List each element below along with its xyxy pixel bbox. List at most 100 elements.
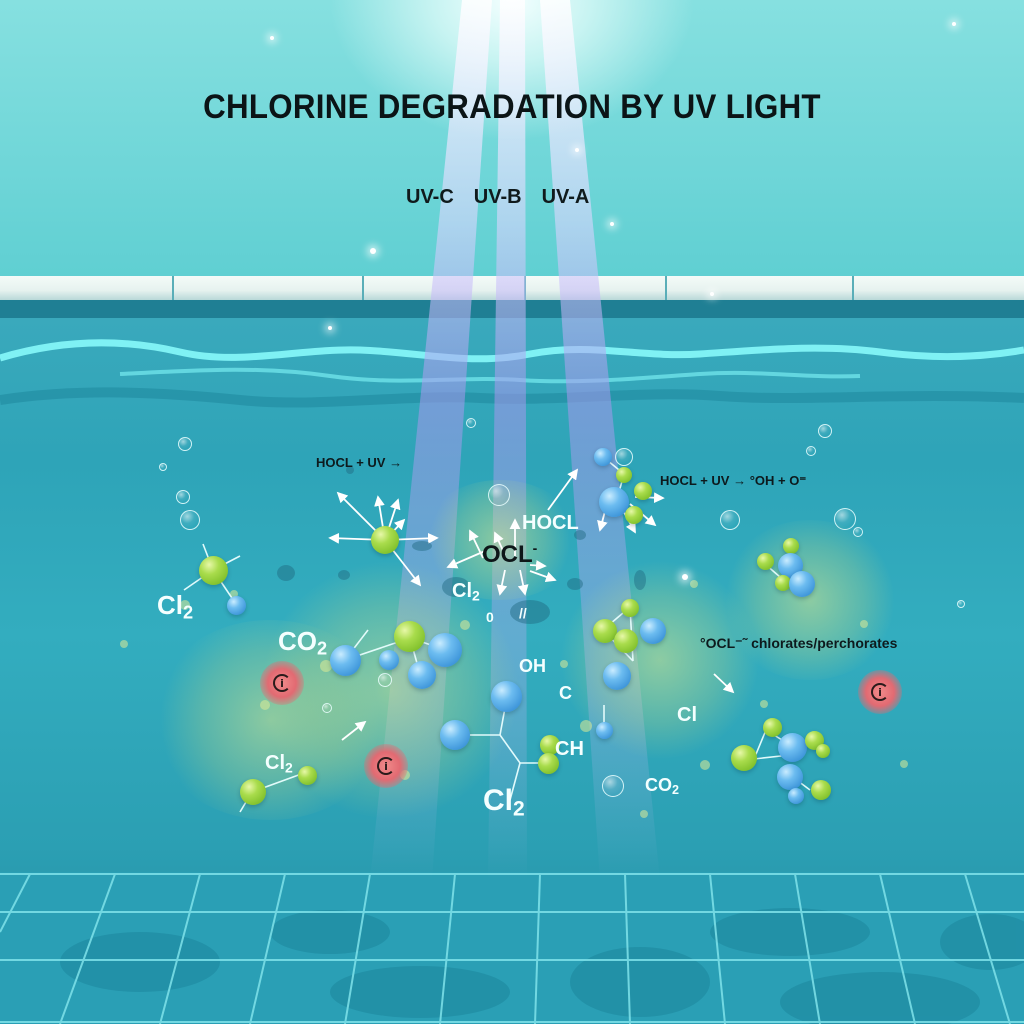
oxygen-atom: [330, 645, 361, 676]
uv-a-label: UV-A: [541, 186, 590, 208]
chlorine-atom: [621, 599, 639, 617]
oxygen-atom: [603, 662, 631, 690]
co-text: CO: [645, 775, 672, 795]
warning-marker: i: [858, 670, 902, 714]
sparkle: [710, 292, 714, 296]
sparkle: [575, 148, 579, 152]
chlorine-atom: [625, 506, 643, 524]
cl2-label: Cl2: [483, 784, 525, 821]
sparkle: [952, 22, 956, 26]
chlorine-atom: [757, 553, 774, 570]
sparkle: [610, 222, 614, 226]
subscript: 2: [513, 797, 525, 821]
chlorine-atom: [614, 629, 638, 653]
particle: [700, 760, 710, 770]
subscript: 2: [317, 638, 328, 659]
diagram-title: CHLORINE DEGRADATION BY UV LIGHT: [203, 88, 821, 126]
chlorine-atom: [538, 753, 559, 774]
subscript: 2: [672, 783, 680, 798]
cl2-label: Cl2: [157, 590, 193, 624]
bubble: [615, 448, 633, 466]
oxygen-atom: [788, 788, 804, 804]
oxygen-atom: [408, 661, 436, 689]
chlorine-atom: [731, 745, 757, 771]
chlorine-atom: [763, 718, 782, 737]
pool-coping: [0, 276, 1024, 300]
bubble: [853, 527, 863, 537]
oxygen-atom: [379, 650, 399, 670]
double-bar-label: //: [519, 605, 527, 621]
coping-seam: [524, 276, 526, 300]
chlorine-atom: [816, 744, 830, 758]
bubble: [180, 510, 200, 530]
sparkle: [370, 248, 376, 254]
coping-seam: [362, 276, 364, 300]
particle: [460, 620, 470, 630]
pool-floor-tiles: [0, 872, 1024, 1024]
oxygen-atom: [440, 720, 470, 750]
ocl-ion-label: OCL-: [482, 540, 537, 569]
coping-seam: [665, 276, 667, 300]
chlorine-atom: [593, 619, 617, 643]
water-surface-waves: [0, 339, 1024, 408]
bubble: [957, 600, 965, 608]
oxygen-atom: [491, 681, 522, 712]
bubble: [322, 703, 332, 713]
particle: [180, 600, 190, 610]
co2-label: CO2: [278, 626, 327, 660]
uv-b-label: UV-B: [473, 186, 522, 208]
ocl-charge: -: [532, 540, 538, 556]
oxygen-atom: [777, 764, 803, 790]
particle: [560, 660, 568, 668]
bubble: [602, 775, 624, 797]
ocl-label: OCL: [482, 541, 533, 568]
equation-left: HOCL + UV →: [316, 455, 403, 470]
particle: [760, 700, 768, 708]
info-warning-icon: i: [273, 674, 291, 692]
uv-band-labels: UV-C UV-B UV-A: [406, 186, 589, 209]
cl2-label: Cl2: [265, 752, 293, 776]
chlorine-atom: [616, 467, 632, 483]
equation-right: HOCL + UV → °OH + O⁼: [660, 473, 807, 488]
particle: [320, 660, 332, 672]
warning-marker: i: [364, 744, 408, 788]
chlorine-atom: [540, 735, 560, 755]
oxygen-atom: [599, 487, 629, 517]
chlorine-atom: [811, 780, 831, 800]
particle: [260, 700, 270, 710]
particle: [580, 720, 592, 732]
coping-seam: [172, 276, 174, 300]
hocl-label: HOCL: [522, 512, 579, 534]
chlorine-atom: [240, 779, 266, 805]
particle: [690, 580, 698, 588]
co2-label: CO2: [645, 775, 679, 797]
particle: [860, 620, 868, 628]
sparkle: [328, 326, 332, 330]
chlorine-atom: [199, 556, 228, 585]
subscript: 2: [472, 587, 480, 604]
subscript: 2: [183, 602, 194, 623]
co-text: CO: [278, 626, 317, 656]
uv-c-label: UV-C: [406, 186, 454, 208]
oxygen-atom: [778, 733, 807, 762]
ch-label: CH: [555, 738, 584, 760]
oxygen-atom: [227, 596, 246, 615]
bubble: [159, 463, 167, 471]
cl-text: Cl: [265, 752, 285, 774]
zero-label: 0: [486, 609, 494, 625]
bubble: [488, 484, 510, 506]
bubble: [720, 510, 740, 530]
cl-text: Cl: [452, 580, 472, 602]
particle: [120, 640, 128, 648]
oxygen-atom: [594, 448, 612, 466]
bubble: [834, 508, 856, 530]
coping-seam: [852, 276, 854, 300]
cl-label: Cl: [677, 704, 697, 726]
info-warning-icon: i: [377, 757, 395, 775]
bubble: [176, 490, 190, 504]
bubble: [178, 437, 192, 451]
bubble: [378, 673, 392, 687]
c-label: C: [559, 683, 572, 703]
cl-text: Cl: [483, 784, 513, 817]
sparkle: [682, 574, 688, 580]
